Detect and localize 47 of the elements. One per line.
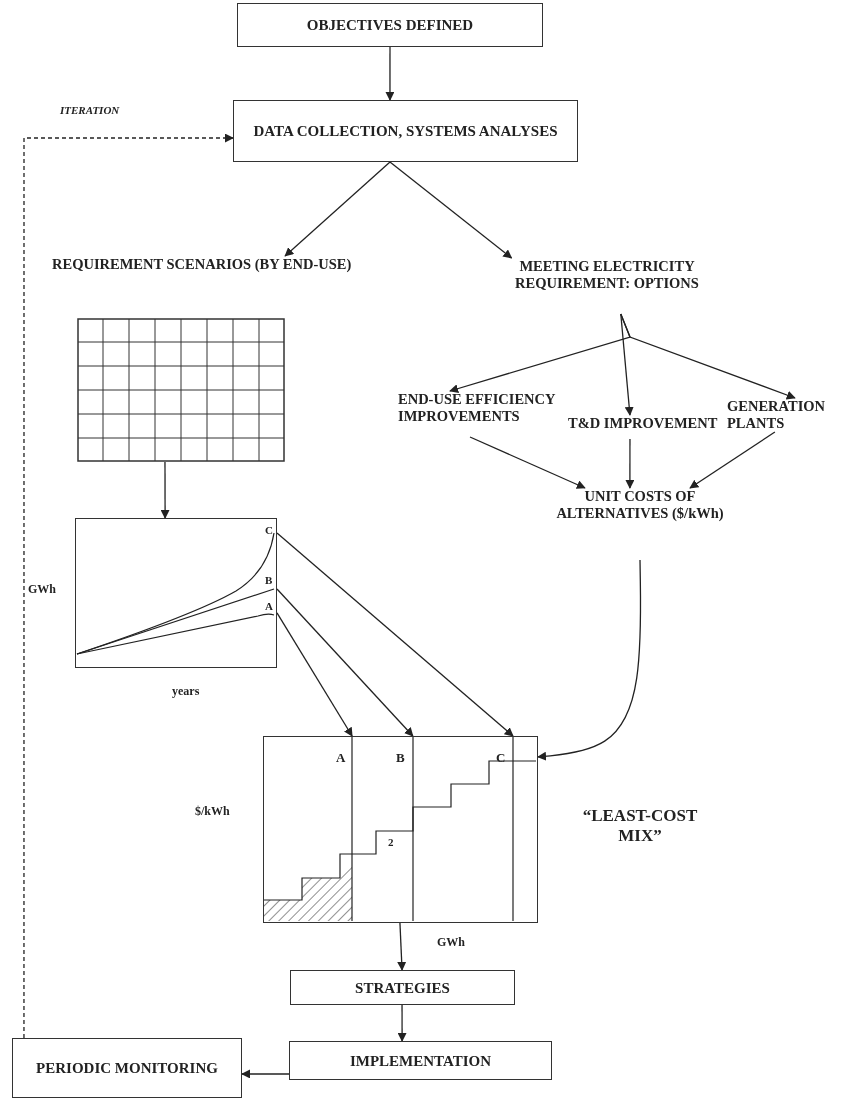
- curve-label: C: [265, 525, 273, 536]
- arrow: [276, 532, 514, 737]
- arrow: [537, 559, 642, 761]
- process-box: [237, 3, 543, 47]
- node-label: UNIT COSTS OF ALTERNATIVES ($/kWh): [550, 488, 730, 560]
- process-box: [12, 1038, 242, 1098]
- arrow: [469, 436, 586, 489]
- arrow: [276, 588, 414, 737]
- arrow: [397, 1004, 407, 1042]
- arrow: [389, 161, 513, 259]
- axis-label: GWh: [28, 582, 56, 597]
- node-label: MEETING ELECTRICITY REQUIREMENT: OPTIONS: [492, 258, 722, 314]
- process-box: [233, 100, 578, 162]
- curve-label: B: [396, 751, 405, 764]
- arrow: [397, 922, 407, 971]
- node-label: T&D IMPROVEMENT: [568, 415, 718, 439]
- box-label: PERIODIC MONITORING: [36, 1059, 218, 1077]
- arrow: [689, 431, 776, 489]
- curve-label: A: [336, 751, 346, 764]
- node-label: REQUIREMENT SCENARIOS (BY END-USE): [52, 256, 352, 292]
- axis-label: GWh: [437, 935, 465, 950]
- arrow: [385, 46, 395, 101]
- process-box: [289, 1041, 552, 1080]
- box-label: STRATEGIES: [355, 978, 450, 997]
- edge-label: ITERATION: [60, 104, 120, 116]
- curve-label: A: [265, 601, 273, 612]
- box-label: OBJECTIVES DEFINED: [306, 16, 474, 34]
- box-label: IMPLEMENTATION: [349, 1051, 492, 1070]
- axis-label: years: [172, 684, 200, 699]
- process-box: [290, 970, 515, 1005]
- box-label: DATA COLLECTION, SYSTEMS ANALYSES: [253, 122, 558, 140]
- arrow: [625, 438, 635, 489]
- arrow: [620, 313, 634, 416]
- arrow: [241, 1069, 290, 1079]
- node-label: END-USE EFFICIENCY IMPROVEMENTS: [398, 391, 558, 437]
- node-label: GENERATION PLANTS: [727, 398, 841, 432]
- arrow: [284, 161, 391, 257]
- arrow: [276, 612, 353, 737]
- line-chart-panel: [75, 518, 277, 668]
- curve-label: B: [265, 575, 273, 586]
- dashed-arrow: [23, 133, 234, 1039]
- curve-label: 2: [388, 837, 394, 848]
- arrow: [620, 313, 796, 400]
- arrow: [160, 461, 170, 519]
- axis-label: $/kWh: [195, 804, 230, 819]
- curve-label: C: [496, 751, 506, 764]
- chart-caption: “LEAST-COST MIX”: [581, 806, 699, 847]
